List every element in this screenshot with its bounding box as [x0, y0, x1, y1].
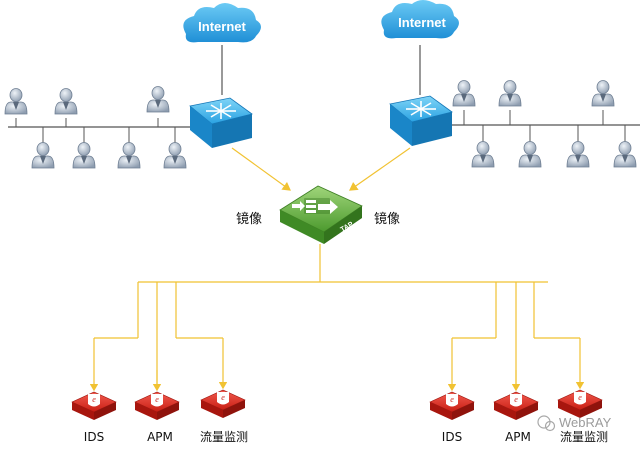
apm-device-icon [493, 391, 539, 421]
user-icon [146, 86, 170, 113]
ids-device-icon [429, 391, 475, 421]
traffic-monitor-device-icon [557, 389, 603, 419]
watermark-text: WebRAY [559, 415, 612, 430]
user-icon [498, 80, 522, 107]
ids-device-icon [71, 391, 117, 421]
traffic-monitor-device-icon [200, 389, 246, 419]
user-icon [566, 141, 590, 168]
distribution-arrows [89, 338, 585, 392]
apm-device-icon [134, 391, 180, 421]
mirror-label-right: 镜像 [374, 212, 400, 227]
user-icon [613, 141, 637, 168]
internet-cloud-right: Internet [381, 0, 459, 39]
left-users-top [15, 118, 159, 127]
device-label: 流量监测 [200, 430, 248, 444]
tap-device: TAP [279, 185, 363, 244]
cloud-label: Internet [198, 19, 246, 34]
device-label: APM [147, 430, 173, 444]
device-label: 流量监测 [560, 430, 608, 444]
device-label: IDS [442, 430, 462, 444]
mirror-arrow-right [349, 147, 411, 191]
user-icon [117, 142, 141, 169]
mirror-arrow-left [231, 147, 291, 191]
internet-cloud-left: Internet [183, 3, 261, 43]
user-icon [452, 80, 476, 107]
watermark: WebRAY [537, 415, 612, 432]
user-icon [518, 141, 542, 168]
device-label: IDS [84, 430, 104, 444]
user-icon [163, 142, 187, 169]
user-icon [72, 142, 96, 169]
user-icon [54, 88, 78, 115]
cloud-label: Internet [398, 15, 446, 30]
user-icon [591, 80, 615, 107]
user-icon [31, 142, 55, 169]
distribution-lines [94, 244, 580, 388]
user-icon [471, 141, 495, 168]
switch-icon [389, 95, 453, 147]
device-label: APM [505, 430, 531, 444]
mirror-label-left: 镜像 [236, 212, 262, 227]
user-icon [4, 88, 28, 115]
switch-icon [189, 97, 253, 149]
